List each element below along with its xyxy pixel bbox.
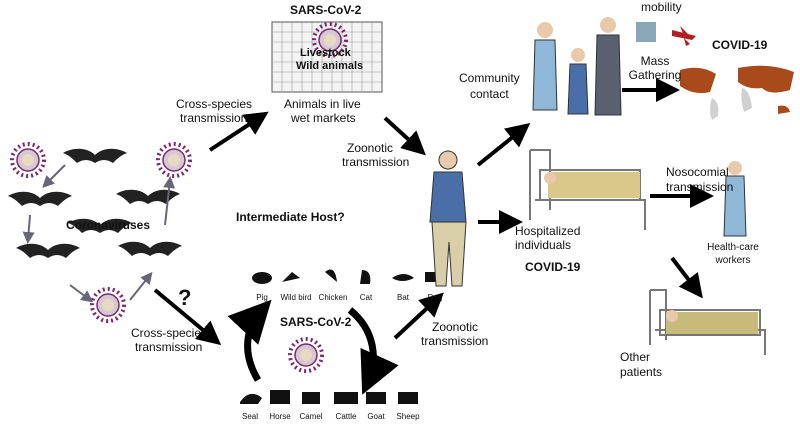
animal-label: Horse: [269, 412, 291, 421]
animal-label: Camel: [299, 412, 323, 421]
community-label-2: contact: [470, 87, 509, 101]
cross-species-top-1: Cross-species: [176, 97, 253, 111]
intermediate-host-title: Intermediate Host?: [236, 210, 345, 224]
animal-label: Chicken: [318, 293, 348, 302]
zoonotic-top-2: transmission: [342, 155, 410, 169]
covid-19-community-label: COVID-19: [712, 38, 768, 52]
health-care-workers-label-2: workers: [715, 255, 751, 266]
nosocomial-label-2: transmission: [666, 180, 734, 194]
other-patient-bed: [649, 289, 766, 355]
market-label-2: wet markets: [291, 111, 356, 125]
mobility-icons: [636, 22, 696, 46]
hospitalized-label-2: individuals: [515, 238, 572, 252]
animal-label: Bat: [396, 293, 410, 302]
covid-19-hospital-label: COVID-19: [525, 260, 581, 274]
hospital-bed: [529, 149, 646, 230]
animal-label: Dog: [427, 293, 443, 302]
animal-label: Cattle: [335, 412, 357, 421]
zoonotic-top-1: Zoonotic: [347, 141, 394, 155]
human-figure: [429, 150, 467, 287]
animal-label: Sheep: [396, 412, 420, 421]
mass-gathering-label-2: Gathering: [628, 68, 682, 82]
bat-reservoir: [8, 142, 192, 323]
community-label-1: Community: [459, 71, 520, 85]
health-care-workers-label-1: Health-care: [707, 242, 759, 253]
mass-gathering-label-1: Mass: [640, 54, 670, 68]
mobility-label: mobility: [641, 0, 682, 14]
cross-species-bottom-2: transmission: [135, 340, 203, 354]
animal-label: Wild bird: [280, 293, 312, 302]
animal-label: Seal: [241, 412, 259, 421]
animal-label: Goat: [367, 412, 385, 421]
sars-cov-2-cycle-label: SARS-CoV-2: [280, 315, 352, 329]
world-map: [676, 65, 796, 120]
wet-market-cage: [271, 21, 383, 93]
cross-species-top-2: transmission: [180, 111, 248, 125]
intermediate-host-cycle: [227, 269, 441, 404]
health-care-worker: [723, 161, 747, 237]
other-patients-label-2: patients: [620, 365, 663, 379]
transmission-arrows: [153, 78, 714, 346]
market-label-1: Animals in live: [284, 97, 361, 111]
cage-line-wild-animals: Wild animals: [296, 60, 364, 72]
community-people: [532, 17, 622, 116]
sars-cov-2-top-label: SARS-CoV-2: [290, 3, 362, 17]
cage-line-livestock: Livestock: [300, 47, 351, 59]
hospitalized-label-1: Hospitalized: [515, 224, 581, 238]
animal-label: Pig: [256, 293, 268, 302]
question-mark: ?: [178, 285, 192, 310]
other-patients-label-1: Other: [620, 350, 651, 364]
zoonotic-bottom-1: Zoonotic: [432, 320, 479, 334]
coronaviruses-label: Coronaviruses: [66, 218, 151, 232]
nosocomial-label-1: Nosocomial: [666, 165, 729, 179]
cross-species-bottom-1: Cross-species: [131, 326, 208, 340]
animal-label: Cat: [359, 293, 373, 302]
zoonotic-bottom-2: transmission: [421, 334, 489, 348]
